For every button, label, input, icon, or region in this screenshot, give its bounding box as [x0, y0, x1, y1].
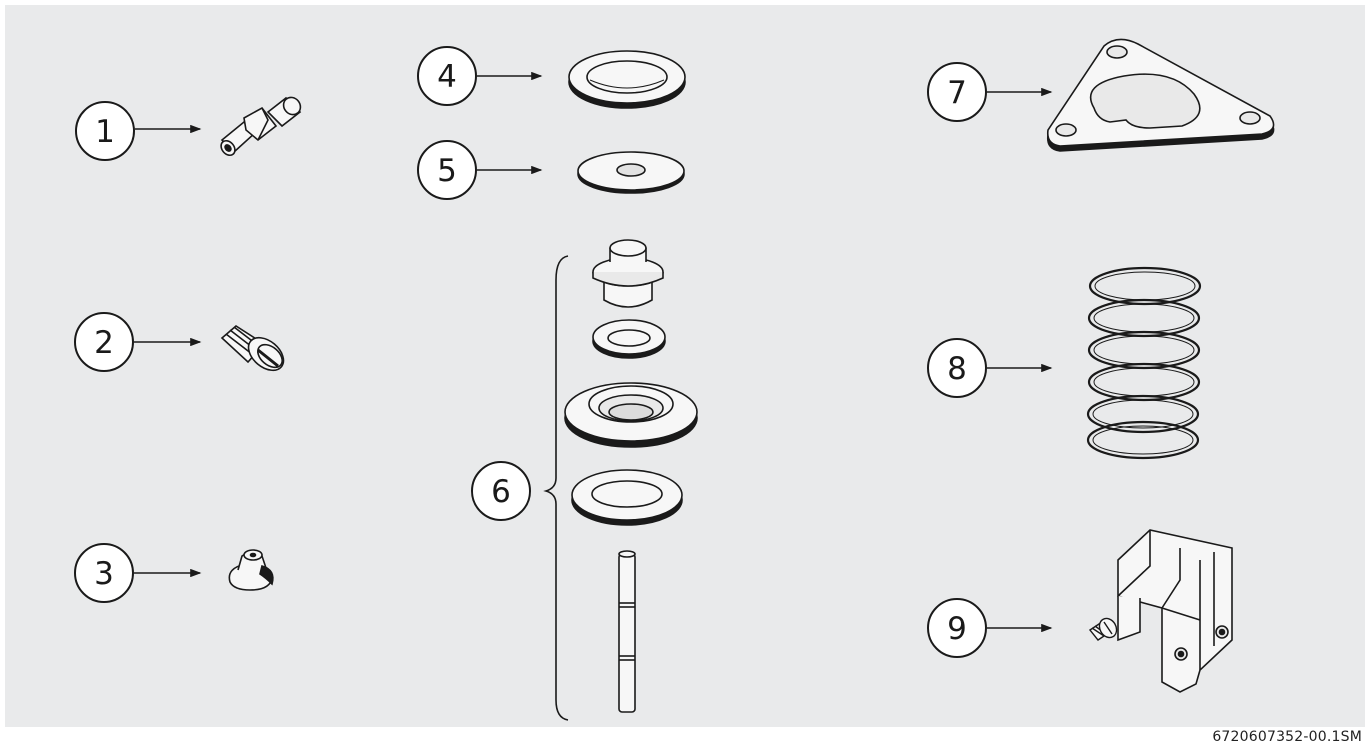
callout-7: 7: [927, 62, 1053, 122]
small-screw-part: [1088, 617, 1118, 641]
sealing-ring-part: [568, 50, 686, 109]
valve-kit-parts: [564, 239, 698, 713]
valve-stem-part: [618, 550, 636, 713]
flat-ring-part: [571, 469, 683, 526]
document-reference: 6720607352-00.1SM: [1212, 729, 1362, 745]
callout-4-number: 4: [437, 59, 457, 95]
callout-6-number: 6: [491, 474, 511, 510]
diaphragm-disc-part: [564, 382, 698, 448]
nozzle-fitting-part: [220, 96, 302, 157]
callout-4: 4: [417, 46, 543, 106]
callout-1-number: 1: [95, 114, 115, 150]
callout-5: 5: [417, 140, 543, 200]
small-ring-part: [592, 319, 666, 359]
callout-9-number: 9: [947, 611, 967, 647]
cap-plug-part: [228, 549, 274, 591]
callout-8-number: 8: [947, 351, 967, 387]
callout-1: 1: [75, 101, 202, 161]
callout-5-number: 5: [437, 153, 457, 189]
callout-3-number: 3: [94, 556, 114, 592]
valve-head-part: [592, 239, 664, 308]
grouping-brace: [543, 255, 569, 721]
mounting-plate-part: [1046, 38, 1275, 152]
bracket-part: [1117, 529, 1233, 693]
callout-8: 8: [927, 338, 1053, 398]
callout-6: 6: [471, 255, 569, 721]
callout-3: 3: [74, 543, 202, 603]
callout-2-number: 2: [94, 325, 114, 361]
washer-part: [577, 151, 685, 194]
slotted-screw-part: [220, 325, 285, 372]
compression-spring-part: [1086, 266, 1202, 460]
callout-9: 9: [927, 598, 1053, 658]
callout-7-number: 7: [947, 75, 967, 111]
callout-2: 2: [74, 312, 202, 372]
